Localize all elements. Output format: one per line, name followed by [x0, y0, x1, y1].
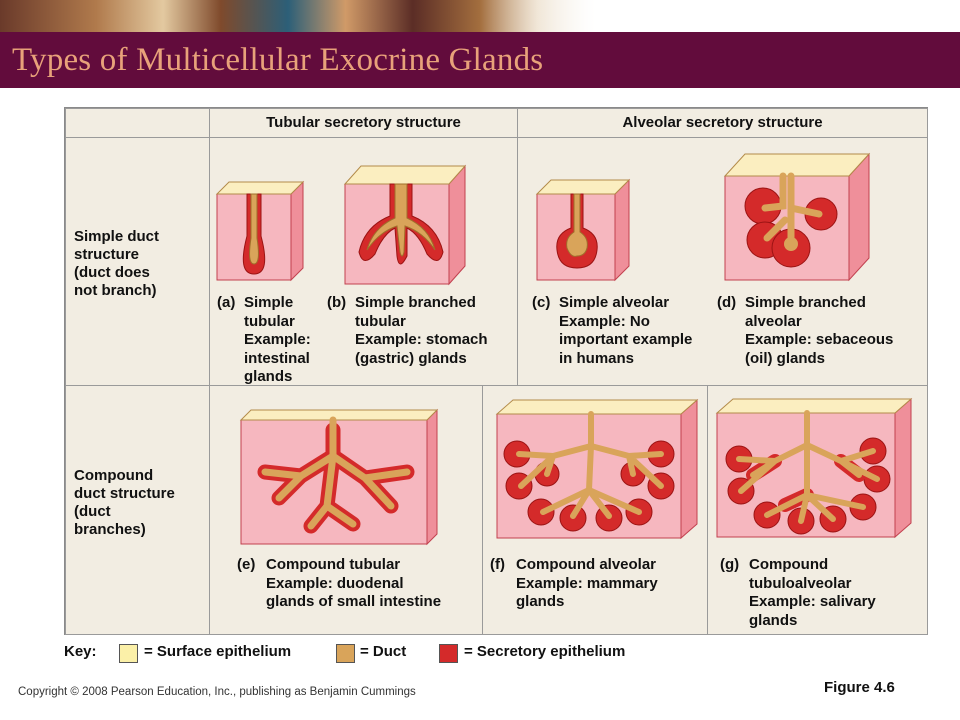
- figure-number: Figure 4.6: [824, 679, 895, 696]
- key-item-duct: = Duct: [360, 643, 407, 660]
- slide-title: Types of Multicellular Exocrine Glands: [12, 42, 544, 78]
- col-header-alveolar: Alveolar secretory structure: [622, 114, 823, 131]
- compound-alveolar-illustration: [495, 398, 699, 540]
- key-item-secretory: = Secretory epithelium: [464, 643, 626, 660]
- caption-b: (b) Simple branched tubular Example: sto…: [327, 294, 488, 367]
- caption-d: (d) Simple branched alveolar Example: se…: [717, 294, 894, 367]
- key-label: Key:: [64, 643, 97, 660]
- title-bar: Types of Multicellular Exocrine Glands: [0, 32, 960, 88]
- simple-alveolar-illustration: [535, 178, 631, 282]
- caption-g: (g) Compound tubuloalveolar Example: sal…: [720, 556, 876, 629]
- gland-figure-table: Tubular secretory structure Alveolar sec…: [64, 107, 928, 635]
- caption-c: (c) Simple alveolar Example: No importan…: [532, 294, 693, 367]
- key-swatch-duct: [336, 644, 355, 663]
- col-header-tubular: Tubular secretory structure: [266, 114, 461, 131]
- row-label-compound: Compound duct structure (duct branches): [74, 467, 175, 538]
- corner-cell: [65, 108, 210, 138]
- caption-a: (a) Simple tubular Example: intestinal g…: [217, 294, 311, 385]
- simple-branched-alveolar-illustration: [723, 152, 871, 282]
- simple-tubular-illustration: [215, 180, 305, 282]
- cell-compound-tubuloalveolar: [707, 385, 928, 635]
- decorative-banner: [0, 0, 960, 32]
- copyright-notice: Copyright © 2008 Pearson Education, Inc.…: [18, 686, 416, 698]
- caption-f: (f) Compound alveolar Example: mammary g…: [490, 556, 658, 610]
- simple-branched-tubular-illustration: [343, 164, 467, 286]
- caption-e: (e) Compound tubular Example: duodenal g…: [237, 556, 442, 610]
- key-swatch-surface: [119, 644, 138, 663]
- key-item-surface: = Surface epithelium: [144, 643, 292, 660]
- key-swatch-secretory: [439, 644, 458, 663]
- row-label-simple: Simple duct structure (duct does not bra…: [74, 228, 160, 299]
- compound-tubuloalveolar-illustration: [715, 397, 913, 539]
- compound-tubular-illustration: [239, 408, 439, 546]
